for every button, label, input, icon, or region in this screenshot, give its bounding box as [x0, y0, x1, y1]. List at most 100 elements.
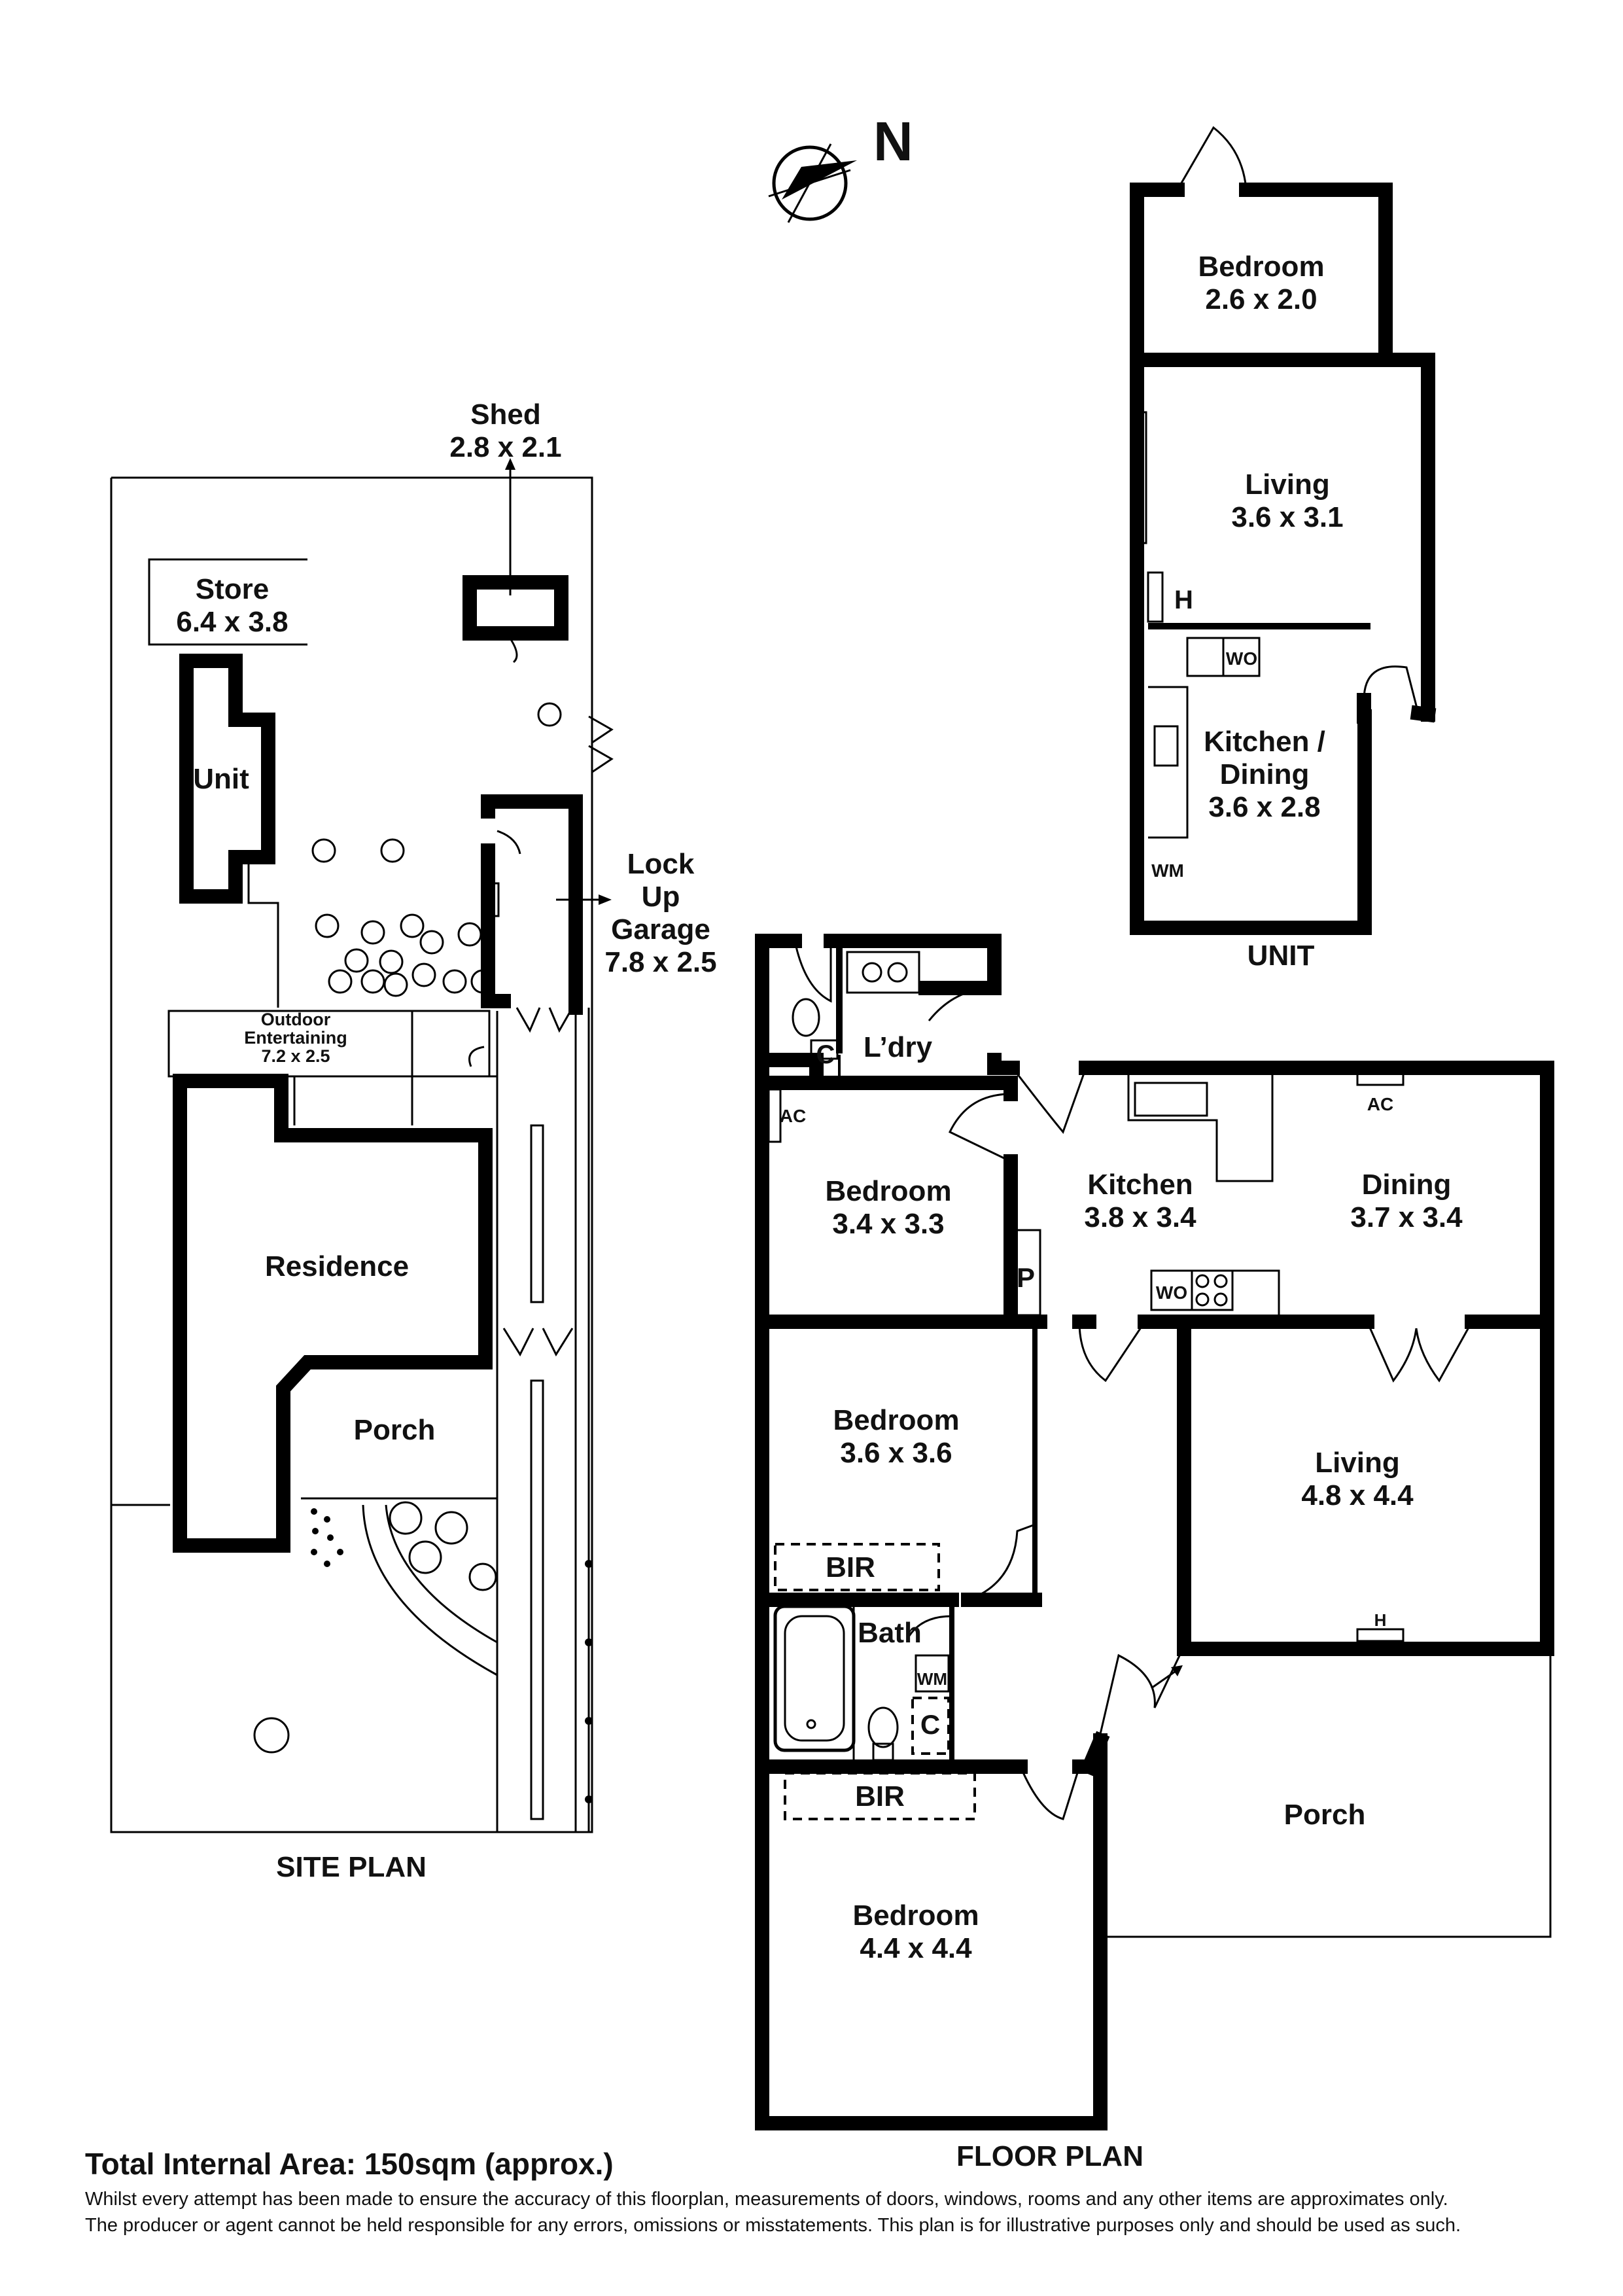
cupboard-top-box	[810, 1039, 839, 1060]
ac-dining-label: AC	[1367, 1094, 1393, 1114]
unit-wall-stub	[1410, 705, 1437, 723]
site-boundary	[110, 476, 593, 1833]
outdoor-area	[167, 1010, 491, 1078]
bed2-door-icon	[968, 1523, 1036, 1601]
unit-wm-label: WM	[1151, 860, 1184, 881]
kitchen-window	[1124, 1063, 1212, 1073]
compass-label: N	[873, 111, 913, 172]
bir1-outline	[774, 1543, 940, 1591]
store-outline	[148, 558, 307, 646]
tree-icon	[537, 702, 562, 727]
unit-window-4	[1359, 738, 1371, 839]
fence-post	[585, 1560, 593, 1568]
kitchen-size: 3.8 x 3.4	[1084, 1201, 1196, 1233]
dining-size: 3.7 x 3.4	[1350, 1201, 1463, 1233]
living-name: Living	[1315, 1447, 1400, 1479]
wm-box	[915, 1654, 950, 1693]
bath-cupboard	[911, 1697, 950, 1755]
kitchen-bench	[1127, 1075, 1274, 1182]
floor-plan-title: FLOOR PLAN	[956, 2140, 1143, 2172]
tree-icon	[328, 969, 353, 994]
floor-entry-wall	[1079, 1731, 1110, 1776]
tree-icon	[389, 1501, 423, 1535]
pantry-label: P	[1017, 1262, 1035, 1293]
wm-label: WM	[917, 1669, 947, 1689]
ac-left-label: AC	[780, 1106, 806, 1126]
unit-bedroom-name: Bedroom	[1198, 251, 1324, 283]
bath-door-icon	[908, 1615, 952, 1636]
site-unit-walls	[179, 654, 275, 904]
entry-arrow-icon	[1171, 1665, 1183, 1676]
unit-heater	[1147, 571, 1164, 623]
total-area: Total Internal Area: 150sqm (approx.)	[85, 2147, 614, 2181]
unit-bedroom-size: 2.6 x 2.0	[1205, 283, 1317, 315]
tree-icon	[434, 1511, 468, 1545]
north-arrow-icon	[782, 160, 857, 200]
kitchen-door-icon	[1011, 1067, 1087, 1134]
garage-side-door-icon	[497, 830, 521, 855]
ac-left-unit	[767, 1088, 782, 1143]
bath-cupboard-label: C	[920, 1709, 940, 1740]
bath-label: Bath	[858, 1617, 922, 1649]
bath-window-2	[758, 1664, 768, 1706]
laundry-tub-icon	[846, 951, 920, 994]
compass: N	[768, 111, 913, 223]
disclaimer-line-1: Whilst every attempt has been made to en…	[85, 2189, 1448, 2210]
outdoor-line1: Outdoor	[261, 1010, 331, 1029]
tree-icon	[400, 913, 425, 938]
site-porch-name: Porch	[354, 1414, 436, 1446]
fence-post-4	[585, 1795, 593, 1803]
disclaimer-line-2: The producer or agent cannot be held res…	[85, 2215, 1461, 2236]
living-heater-label: H	[1374, 1610, 1387, 1630]
pebble-pattern	[311, 1508, 343, 1567]
toilet-door-icon	[794, 940, 832, 1003]
tree-icon	[470, 969, 495, 994]
garage-line2: Up	[642, 881, 680, 913]
unit-cooktop	[1186, 637, 1225, 677]
tree-icon	[380, 838, 405, 863]
living-size: 4.8 x 4.4	[1301, 1479, 1414, 1511]
entry-arrow-line	[1151, 1669, 1178, 1689]
bath-window	[758, 1605, 768, 1647]
living-window-2	[1202, 1644, 1244, 1654]
tree-icon	[419, 930, 444, 955]
bed3-door-icon	[1019, 1766, 1081, 1820]
tree-icon	[311, 838, 336, 863]
kitchen-name: Kitchen	[1087, 1169, 1193, 1201]
tree-icon	[315, 913, 340, 938]
tree-icons	[253, 702, 562, 1754]
tree-icon	[383, 972, 408, 997]
unit-window-3	[1422, 404, 1434, 557]
shed-name: Shed	[470, 398, 541, 431]
driveway-strip-2	[530, 1379, 544, 1820]
bir2-label: BIR	[855, 1780, 905, 1812]
unit-outer-walls	[1130, 183, 1372, 935]
compass-ring	[772, 145, 848, 221]
outdoor-line2: Entertaining	[244, 1028, 347, 1048]
shed-walls	[462, 575, 568, 641]
laundry-door-icon	[928, 987, 995, 1021]
shed-pointer-arrow-icon	[505, 458, 515, 470]
living-heater-unit	[1356, 1628, 1405, 1642]
bathtub-icon	[773, 1604, 856, 1752]
bed2-name: Bedroom	[833, 1404, 959, 1436]
floor-east-walls	[997, 1061, 1554, 1656]
unit-wo-box	[1222, 637, 1261, 677]
dining-window-2	[1542, 1235, 1552, 1310]
garage-line3: Garage	[611, 913, 710, 945]
unit-kitchen-door-icon	[1363, 665, 1420, 714]
fence-post-3	[585, 1717, 593, 1725]
site-plan: Shed 2.8 x 2.1 Store 6.4 x 3.8 Unit Lock…	[110, 398, 717, 1883]
bed1-door-icon	[948, 1093, 1011, 1163]
garage-walls	[481, 794, 583, 1015]
bed3-window	[829, 2118, 1055, 2128]
kitchen-bench-2	[1232, 1269, 1280, 1315]
unit-door-icon	[1176, 126, 1248, 190]
tree-icon	[360, 920, 385, 945]
site-unit-name: Unit	[193, 763, 249, 795]
unit-bench	[1148, 686, 1189, 839]
bed1-window	[758, 1104, 768, 1205]
ac-dining-unit	[1356, 1072, 1405, 1086]
toilet-top-icon	[792, 998, 820, 1037]
